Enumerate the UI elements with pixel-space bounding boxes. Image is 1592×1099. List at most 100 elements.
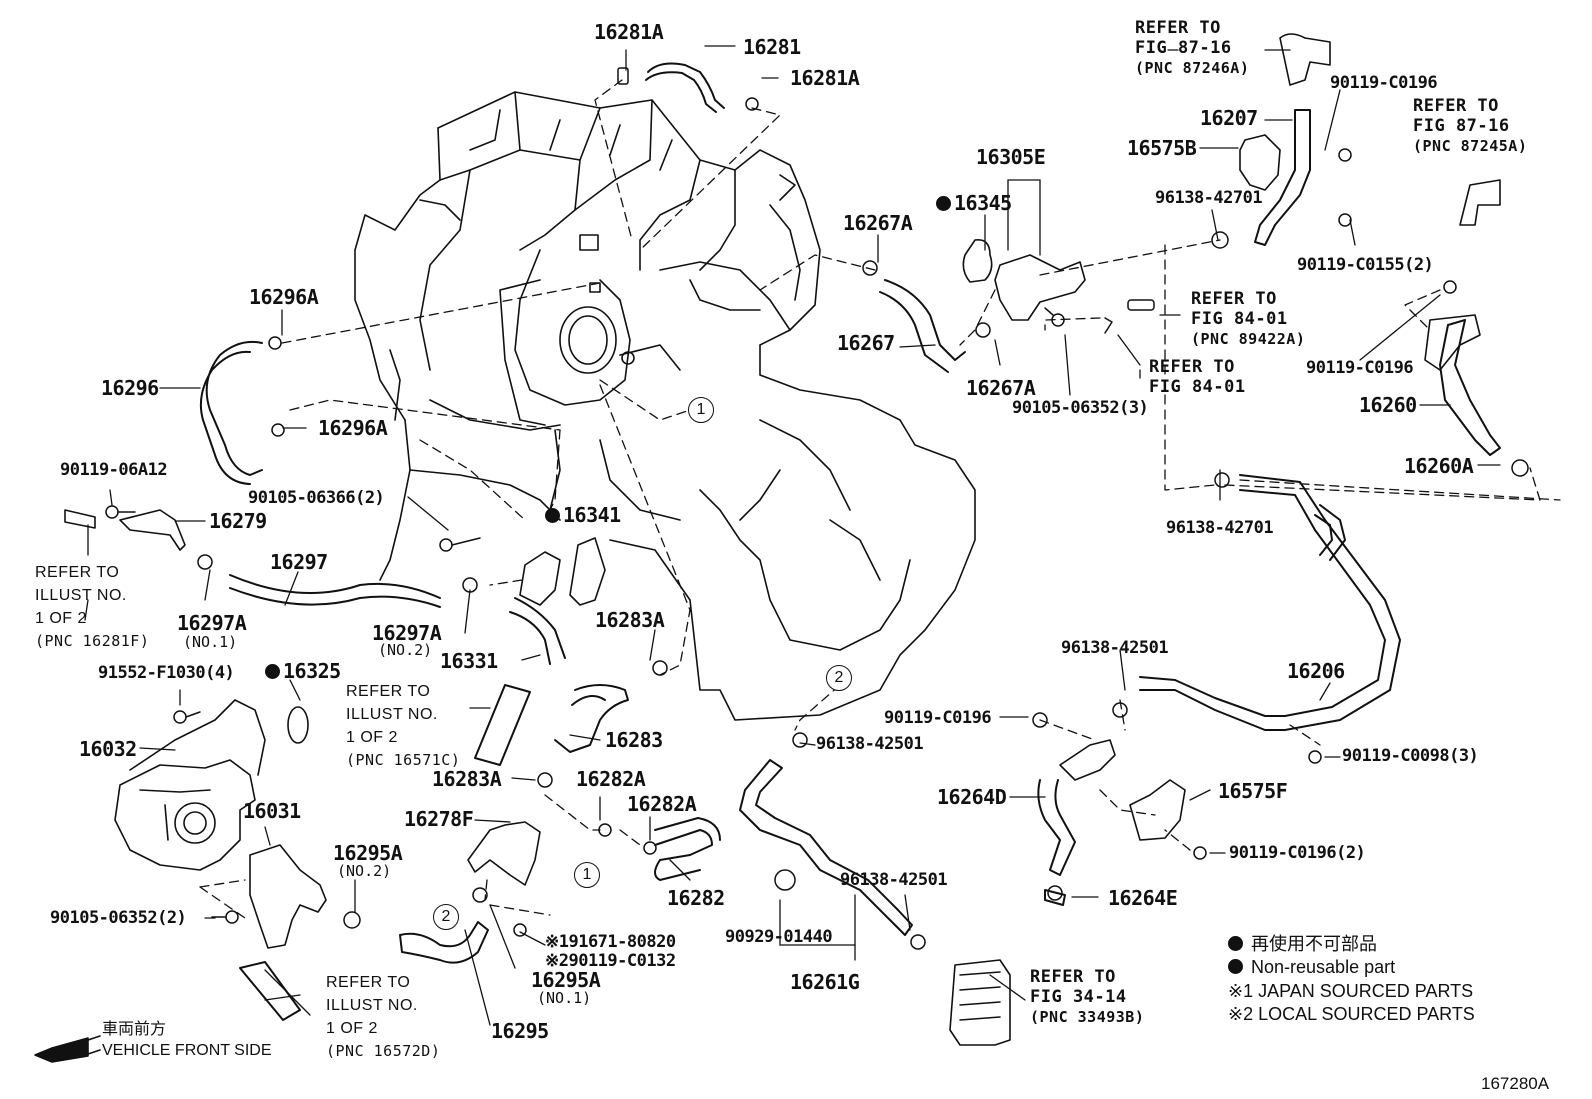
refer-to-illust-16571C: REFER TO ILLUST NO. 1 OF 2 (PNC 16571C) bbox=[346, 683, 461, 769]
vent-fitting-87246A bbox=[1279, 33, 1331, 86]
leader-lines bbox=[84, 45, 1501, 1026]
part-label: 16283 bbox=[605, 728, 663, 752]
hose-16296 bbox=[199, 340, 263, 485]
part-label: 16267 bbox=[837, 331, 895, 355]
part-label: 16278F bbox=[404, 807, 474, 831]
water-inlet-16031 bbox=[249, 844, 327, 949]
part-sub-label: (NO.2) bbox=[337, 862, 392, 880]
hoses bbox=[199, 62, 1501, 1021]
part-label: 90119-C0196 bbox=[1306, 358, 1414, 378]
pipe-16278F bbox=[467, 821, 541, 886]
part-label: 16282 bbox=[667, 886, 725, 910]
pipe-16260-fitting bbox=[1424, 314, 1481, 371]
legend-item-japan-sourced: ※1 JAPAN SOURCED PARTS bbox=[1228, 980, 1474, 1001]
refer-to-fig-87-16-vent-a: REFER TO FIG 87-16 (PNC 87246A) bbox=[1135, 18, 1250, 77]
part-label: 91552-F1030(4) bbox=[98, 663, 235, 683]
refer-to-illust-16281F: REFER TO ILLUST NO. 1 OF 2 (PNC 16281F) bbox=[35, 564, 150, 650]
components bbox=[64, 33, 1501, 1046]
part-label: 16207 bbox=[1200, 106, 1258, 130]
part-label-nonreusable: 16341 bbox=[545, 505, 621, 525]
hose-16206 bbox=[1139, 474, 1401, 731]
gasket-16345 bbox=[962, 238, 993, 283]
hose-16261G bbox=[739, 759, 913, 936]
part-label: 90119-C0155(2) bbox=[1297, 255, 1434, 275]
part-sub-label: (NO.2) bbox=[378, 641, 433, 659]
part-label: 16282A bbox=[576, 767, 646, 791]
hose-16283 bbox=[554, 684, 629, 753]
hose-16297 bbox=[229, 574, 441, 608]
part-label: 16261G bbox=[790, 970, 860, 994]
refer-to-fig-84-01-sensor: REFER TO FIG 84-01 (PNC 89422A) bbox=[1191, 289, 1306, 348]
illustration-id: 167280A bbox=[1481, 1074, 1550, 1093]
hose-16267 bbox=[879, 279, 966, 373]
part-label-nonreusable: 16325 bbox=[265, 661, 341, 681]
vehicle-front-arrow bbox=[34, 1035, 101, 1063]
part-label: 96138-42501 bbox=[816, 734, 924, 754]
pipe-16279 bbox=[119, 509, 186, 551]
part-label: 16305E bbox=[976, 145, 1046, 169]
legend-item-local-sourced: ※2 LOCAL SOURCED PARTS bbox=[1228, 1004, 1475, 1025]
part-label: 90119-C0196 bbox=[1330, 73, 1438, 93]
part-label: ※191671-80820 bbox=[545, 932, 676, 952]
legend-item-nonreusable-jp: 再使用不可部品 bbox=[1228, 933, 1475, 956]
part-label: 16575B bbox=[1127, 136, 1197, 160]
part-label: 96138-42701 bbox=[1166, 518, 1274, 538]
part-label: 90119-C0196(2) bbox=[1229, 843, 1366, 863]
callout-1: 1 bbox=[574, 862, 600, 888]
hose-16207 bbox=[1254, 109, 1311, 246]
part-label: 16297A bbox=[177, 611, 247, 635]
part-label: 16331 bbox=[440, 649, 498, 673]
bracket-16575F bbox=[1129, 779, 1186, 841]
part-label: 16032 bbox=[79, 737, 137, 761]
oil-cooler-34-14 bbox=[949, 959, 1011, 1046]
clamps-and-bolts bbox=[105, 67, 1529, 950]
part-label: 90105-06352(2) bbox=[50, 908, 187, 928]
part-label: 96138-42701 bbox=[1155, 188, 1263, 208]
part-label: 96138-42501 bbox=[1061, 638, 1169, 658]
part-sub-label: (NO.1) bbox=[183, 633, 238, 651]
part-label: 16283A bbox=[432, 767, 502, 791]
hose-16295 bbox=[399, 921, 489, 964]
part-label: 16281 bbox=[743, 35, 801, 59]
part-label: 16297A bbox=[372, 621, 442, 645]
callout-1: 1 bbox=[688, 397, 714, 423]
nonreusable-dot-icon bbox=[545, 508, 560, 523]
part-label: 90119-C0098(3) bbox=[1342, 746, 1479, 766]
part-label: 90119-C0196 bbox=[884, 708, 992, 728]
part-label: 16282A bbox=[627, 792, 697, 816]
part-label: 16295A bbox=[531, 968, 601, 992]
engine-block-outline bbox=[354, 91, 976, 721]
vehicle-front-direction: 車両前方 VEHICLE FRONT SIDE bbox=[102, 1021, 272, 1059]
part-label: 16295 bbox=[491, 1019, 549, 1043]
part-label: 16283A bbox=[595, 608, 665, 632]
vent-fitting-87245A bbox=[1459, 179, 1501, 226]
refer-to-illust-16572D: REFER TO ILLUST NO. 1 OF 2 (PNC 16572D) bbox=[326, 974, 441, 1060]
hose-16571C-ref bbox=[474, 684, 531, 766]
part-label: 16296A bbox=[318, 416, 388, 440]
part-label: 16267A bbox=[966, 376, 1036, 400]
refer-to-fig-34-14-oil-cooler: REFER TO FIG 34-14 (PNC 33493B) bbox=[1030, 967, 1145, 1026]
part-sub-label: (NO.1) bbox=[537, 989, 592, 1007]
part-label: 16281A bbox=[594, 20, 664, 44]
part-label-nonreusable: 16345 bbox=[936, 193, 1012, 213]
hose-16264E bbox=[1044, 889, 1066, 906]
part-label: 16296 bbox=[101, 376, 159, 400]
bracket-16575B bbox=[1239, 134, 1281, 191]
nonreusable-dot-icon bbox=[1228, 959, 1243, 975]
part-label: 96138-42501 bbox=[840, 870, 948, 890]
part-label: 16267A bbox=[843, 211, 913, 235]
part-label: 90929-01440 bbox=[725, 927, 833, 947]
gasket-16325 bbox=[287, 706, 309, 744]
callout-2: 2 bbox=[826, 665, 852, 691]
callout-2: 2 bbox=[433, 904, 459, 930]
gasket-16341 bbox=[569, 537, 606, 606]
part-label: 16260 bbox=[1359, 393, 1417, 417]
thermostat-16305E bbox=[994, 254, 1086, 321]
part-label: 16206 bbox=[1287, 659, 1345, 683]
part-label: ※290119-C0132 bbox=[545, 951, 676, 971]
part-label: 16264E bbox=[1108, 886, 1178, 910]
part-label: 16279 bbox=[209, 509, 267, 533]
legend-item-nonreusable: Non-reusable part bbox=[1228, 956, 1475, 979]
